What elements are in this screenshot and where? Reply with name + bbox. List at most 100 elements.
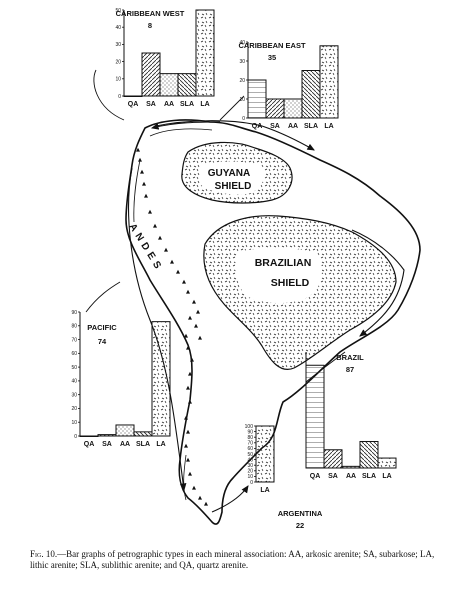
x-tick-label: SA — [270, 123, 280, 130]
bar-sla — [359, 440, 379, 469]
y-tick-label: 40 — [115, 25, 121, 31]
bar-sla — [133, 431, 153, 437]
y-tick-label: 10 — [239, 97, 245, 103]
y-tick-label: 30 — [239, 59, 245, 65]
brazilian-label-bg — [235, 247, 322, 304]
volcano-triangle — [192, 485, 196, 490]
x-tick-label: AA — [288, 123, 298, 130]
y-tick-label: 10 — [247, 474, 253, 480]
y-tick-label: 20 — [71, 406, 77, 412]
volcano-triangle — [188, 371, 192, 376]
leader-caribbean-east — [219, 95, 245, 121]
bar-sla — [177, 73, 197, 97]
y-tick-label: 30 — [71, 392, 77, 398]
y-tick-label: 10 — [115, 77, 121, 83]
volcano-triangle — [198, 335, 202, 340]
chart-title: ARGENTINA — [278, 509, 323, 518]
bar-sa — [265, 98, 285, 119]
y-tick-label: 60 — [71, 351, 77, 357]
volcano-triangle — [184, 443, 188, 448]
x-tick-label: SLA — [180, 101, 194, 108]
chart-title: PACIFIC — [87, 323, 117, 332]
volcano-triangle — [204, 501, 208, 506]
y-tick-label: 80 — [247, 435, 253, 441]
volcano-triangle — [136, 147, 140, 152]
x-tick-label: QA — [252, 123, 263, 130]
y-tick-label: 20 — [115, 59, 121, 65]
volcano-triangle — [176, 269, 180, 274]
x-tick-label: LA — [156, 441, 165, 448]
bar-la — [195, 9, 215, 97]
bar-la — [151, 321, 171, 437]
arrow-caribbean-east — [155, 120, 315, 151]
y-tick-label: 100 — [245, 424, 254, 430]
bar-aa — [159, 73, 179, 97]
x-tick-label: SA — [146, 101, 156, 108]
x-tick-label: SLA — [362, 473, 376, 480]
x-tick-label: SA — [102, 441, 112, 448]
bar-la — [377, 457, 397, 469]
y-tick-label: 0 — [250, 480, 253, 486]
leader-pacific — [85, 281, 121, 313]
arrow-pacific-south — [128, 167, 187, 492]
andes-volcano-marks — [136, 147, 208, 506]
y-tick-label: 60 — [247, 446, 253, 452]
chart-count: 8 — [148, 21, 152, 30]
y-tick-label: 0 — [242, 116, 245, 122]
volcano-triangle — [188, 399, 192, 404]
x-tick-label: AA — [120, 441, 130, 448]
volcano-triangle — [186, 457, 190, 462]
y-tick-label: 20 — [239, 78, 245, 84]
bar-qa — [123, 95, 143, 97]
chart-title: CARIBBEAN EAST — [238, 41, 306, 50]
x-tick-label: AA — [346, 473, 356, 480]
bar-aa — [341, 465, 361, 469]
y-tick-label: 90 — [71, 310, 77, 316]
volcano-triangle — [186, 345, 190, 350]
bar-aa — [283, 98, 303, 119]
y-tick-label: 70 — [247, 441, 253, 447]
y-tick-label: 50 — [71, 365, 77, 371]
arrow-argentina — [211, 485, 249, 513]
volcano-triangle — [144, 193, 148, 198]
x-tick-label: QA — [310, 473, 321, 480]
chart-count: 35 — [268, 53, 276, 62]
bar-aa — [115, 424, 135, 437]
y-tick-label: 50 — [115, 8, 121, 14]
brazilian-label-1: BRAZILIAN — [255, 257, 312, 269]
volcano-triangle — [186, 429, 190, 434]
bar-la — [319, 45, 339, 119]
x-tick-label: QA — [128, 101, 139, 108]
volcano-triangle — [186, 385, 190, 390]
volcano-triangle — [153, 223, 157, 228]
bar-sa — [323, 449, 343, 469]
volcano-triangle — [158, 235, 162, 240]
y-tick-label: 0 — [74, 434, 77, 440]
bar-qa — [305, 364, 325, 469]
volcano-triangle — [184, 333, 188, 338]
y-tick-label: 20 — [247, 469, 253, 475]
volcano-triangle — [188, 471, 192, 476]
volcano-triangle — [182, 279, 186, 284]
x-tick-label: SA — [328, 473, 338, 480]
bar-qa — [247, 79, 267, 119]
volcano-triangle — [190, 357, 194, 362]
bar-la — [255, 425, 275, 483]
volcano-triangle — [148, 209, 152, 214]
brazilian-label-2: SHIELD — [271, 277, 310, 289]
y-tick-label: 10 — [71, 420, 77, 426]
x-tick-label: LA — [260, 487, 269, 494]
y-tick-label: 30 — [115, 42, 121, 48]
leader-caribbean-west — [93, 69, 125, 121]
volcano-triangle — [184, 415, 188, 420]
volcano-triangle — [138, 157, 142, 162]
x-tick-label: AA — [164, 101, 174, 108]
guyana-label-bg — [200, 161, 265, 195]
coastline-inner — [133, 128, 213, 501]
chart-title: BRAZIL — [336, 353, 364, 362]
x-tick-label: SLA — [304, 123, 318, 130]
